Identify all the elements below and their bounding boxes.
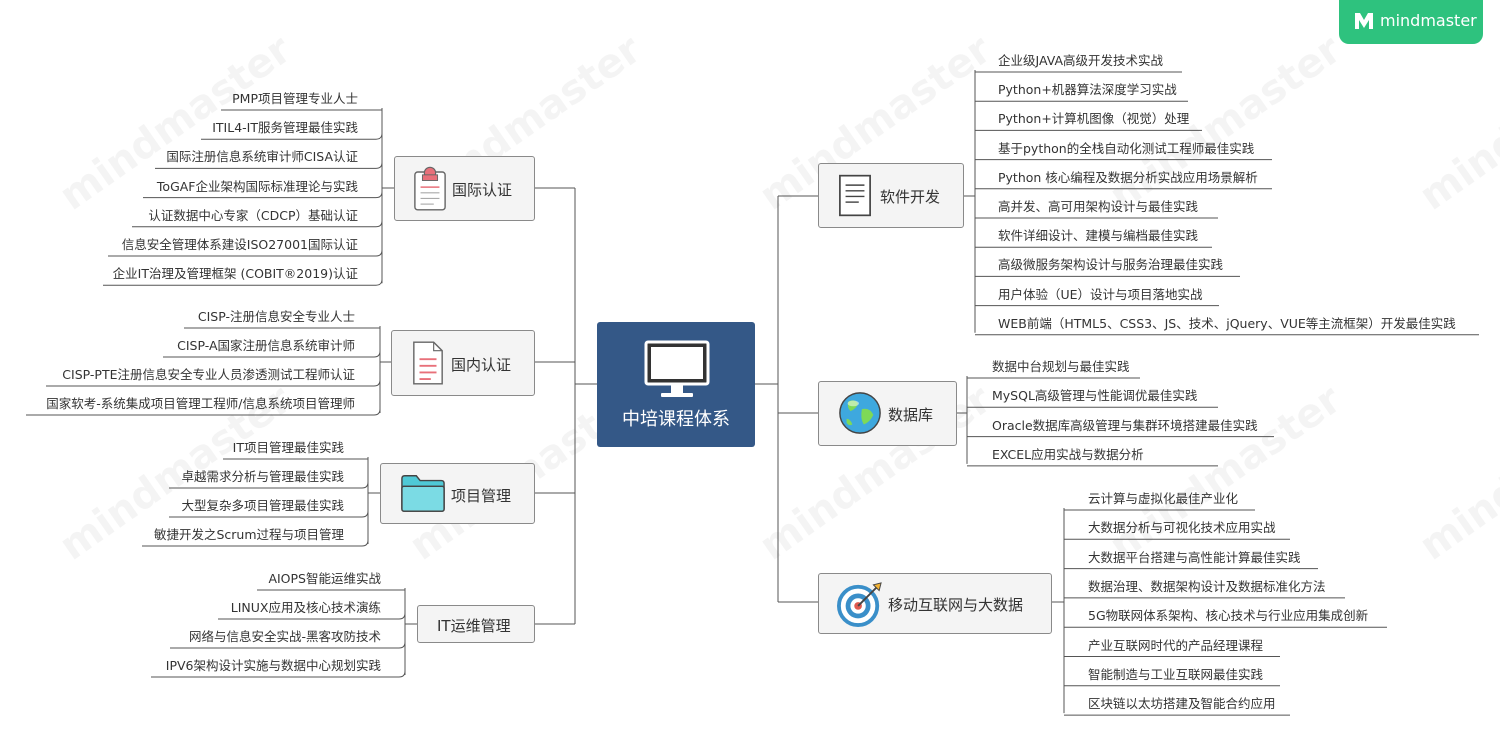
leaf-topic[interactable]: 高级微服务架构设计与服务治理最佳实践 xyxy=(998,257,1224,273)
leaf-topic[interactable]: 敏捷开发之Scrum过程与项目管理 xyxy=(153,527,344,542)
leaf-topic[interactable]: 5G物联网体系架构、核心技术与行业应用集成创新 xyxy=(1088,608,1369,624)
branch-label: IT运维管理 xyxy=(437,617,511,635)
leaf-topic[interactable]: 大数据分析与可视化技术应用实战 xyxy=(1088,520,1276,536)
branch-international-cert[interactable]: 国际认证 xyxy=(394,156,535,221)
leaf-topic[interactable]: 大型复杂多项目管理最佳实践 xyxy=(181,498,344,513)
leaf-topic[interactable]: Python+计算机图像（视觉）处理 xyxy=(998,111,1190,127)
leaf-topic[interactable]: MySQL高级管理与性能调优最佳实践 xyxy=(992,388,1198,404)
central-topic-label: 中培课程体系 xyxy=(622,409,730,430)
branch-label: 项目管理 xyxy=(451,487,512,505)
leaf-topic[interactable]: 区块链以太坊搭建及智能合约应用 xyxy=(1088,696,1276,712)
leaf-topic[interactable]: AIOPS智能运维实战 xyxy=(268,571,381,586)
document-icon xyxy=(413,341,443,385)
leaf-topic[interactable]: 用户体验（UE）设计与项目落地实战 xyxy=(998,286,1203,302)
leaf-topic[interactable]: ToGAF企业架构国际标准理论与实践 xyxy=(156,178,358,194)
monitor-icon xyxy=(644,340,710,397)
central-topic[interactable]: 中培课程体系 xyxy=(597,322,755,447)
branch-database[interactable]: 数据库 xyxy=(818,381,957,446)
logo-text: mindmaster xyxy=(1380,11,1477,30)
leaf-topic[interactable]: Python+机器算法深度学习实战 xyxy=(998,82,1177,98)
branch-label: 移动互联网与大数据 xyxy=(888,596,1024,614)
leaf-topic[interactable]: 网络与信息安全实战-黑客攻防技术 xyxy=(188,629,381,644)
branch-label: 数据库 xyxy=(888,406,934,424)
leaf-topic[interactable]: 云计算与虚拟化最佳产业化 xyxy=(1088,491,1239,506)
leaf-topic[interactable]: ITIL4-IT服务管理最佳实践 xyxy=(212,120,358,136)
mindmaster-logo[interactable]: mindmaster xyxy=(1339,0,1483,44)
leaf-topic[interactable]: Oracle数据库高级管理与集群环境搭建最佳实践 xyxy=(992,417,1258,433)
leaf-topic[interactable]: CISP-A国家注册信息系统审计师 xyxy=(177,338,355,353)
folder-icon xyxy=(401,475,445,512)
branch-label: 软件开发 xyxy=(880,188,941,206)
leaf-topic[interactable]: 国际注册信息系统审计师CISA认证 xyxy=(166,149,358,165)
leaf-topic[interactable]: LINUX应用及核心技术演练 xyxy=(230,600,381,615)
leaf-topic[interactable]: 认证数据中心专家（CDCP）基础认证 xyxy=(148,207,358,223)
leaf-topic[interactable]: 智能制造与工业互联网最佳实践 xyxy=(1088,666,1264,682)
mindmaster-logo-icon xyxy=(1355,13,1373,29)
branch-it-operations[interactable]: IT运维管理 xyxy=(417,605,535,643)
leaf-topic[interactable]: EXCEL应用实战与数据分析 xyxy=(992,446,1144,462)
target-icon xyxy=(837,582,882,627)
leaf-topic[interactable]: 国家软考-系统集成项目管理工程师/信息系统项目管理师 xyxy=(46,396,355,411)
branch-label: 国际认证 xyxy=(452,181,513,199)
leaf-topic[interactable]: 数据中台规划与最佳实践 xyxy=(992,359,1130,374)
leaf-topic[interactable]: 高并发、高可用架构设计与最佳实践 xyxy=(998,199,1199,214)
leaf-topic[interactable]: IT项目管理最佳实践 xyxy=(232,440,344,455)
leaf-topic[interactable]: IPV6架构设计实施与数据中心规划实践 xyxy=(165,658,381,673)
globe-icon xyxy=(839,392,881,434)
leaf-topic[interactable]: Python 核心编程及数据分析实战应用场景解析 xyxy=(998,169,1258,185)
leaf-topic[interactable]: PMP项目管理专业人士 xyxy=(232,91,358,106)
leaf-topic[interactable]: CISP-PTE注册信息安全专业人员渗透测试工程师认证 xyxy=(62,367,355,382)
leaf-topic[interactable]: 产业互联网时代的产品经理课程 xyxy=(1088,637,1264,653)
branch-project-management[interactable]: 项目管理 xyxy=(380,463,535,524)
leaf-topic[interactable]: 大数据平台搭建与高性能计算最佳实践 xyxy=(1088,549,1301,565)
branch-label: 国内认证 xyxy=(451,356,512,374)
leaf-topic[interactable]: 卓越需求分析与管理最佳实践 xyxy=(181,469,344,484)
leaf-topic[interactable]: 软件详细设计、建模与编档最佳实践 xyxy=(998,228,1199,244)
leaf-topic[interactable]: 信息安全管理体系建设ISO27001国际认证 xyxy=(121,237,358,252)
branch-mobile-bigdata[interactable]: 移动互联网与大数据 xyxy=(818,573,1052,634)
branch-domestic-cert[interactable]: 国内认证 xyxy=(391,330,535,396)
leaf-topic[interactable]: CISP-注册信息安全专业人士 xyxy=(197,309,355,324)
leaf-topic[interactable]: 企业IT治理及管理框架 (COBIT®2019)认证 xyxy=(112,266,358,282)
branch-software-dev[interactable]: 软件开发 xyxy=(818,163,964,228)
document-lines-icon xyxy=(839,174,871,217)
leaf-topic[interactable]: 基于python的全栈自动化测试工程师最佳实践 xyxy=(998,140,1255,156)
clipboard-icon xyxy=(414,166,446,211)
leaf-topic[interactable]: 数据治理、数据架构设计及数据标准化方法 xyxy=(1088,578,1326,594)
leaf-topic[interactable]: WEB前端（HTML5、CSS3、JS、技术、jQuery、VUE等主流框架）开… xyxy=(998,315,1456,331)
leaf-topic[interactable]: 企业级JAVA高级开发技术实战 xyxy=(998,53,1164,68)
